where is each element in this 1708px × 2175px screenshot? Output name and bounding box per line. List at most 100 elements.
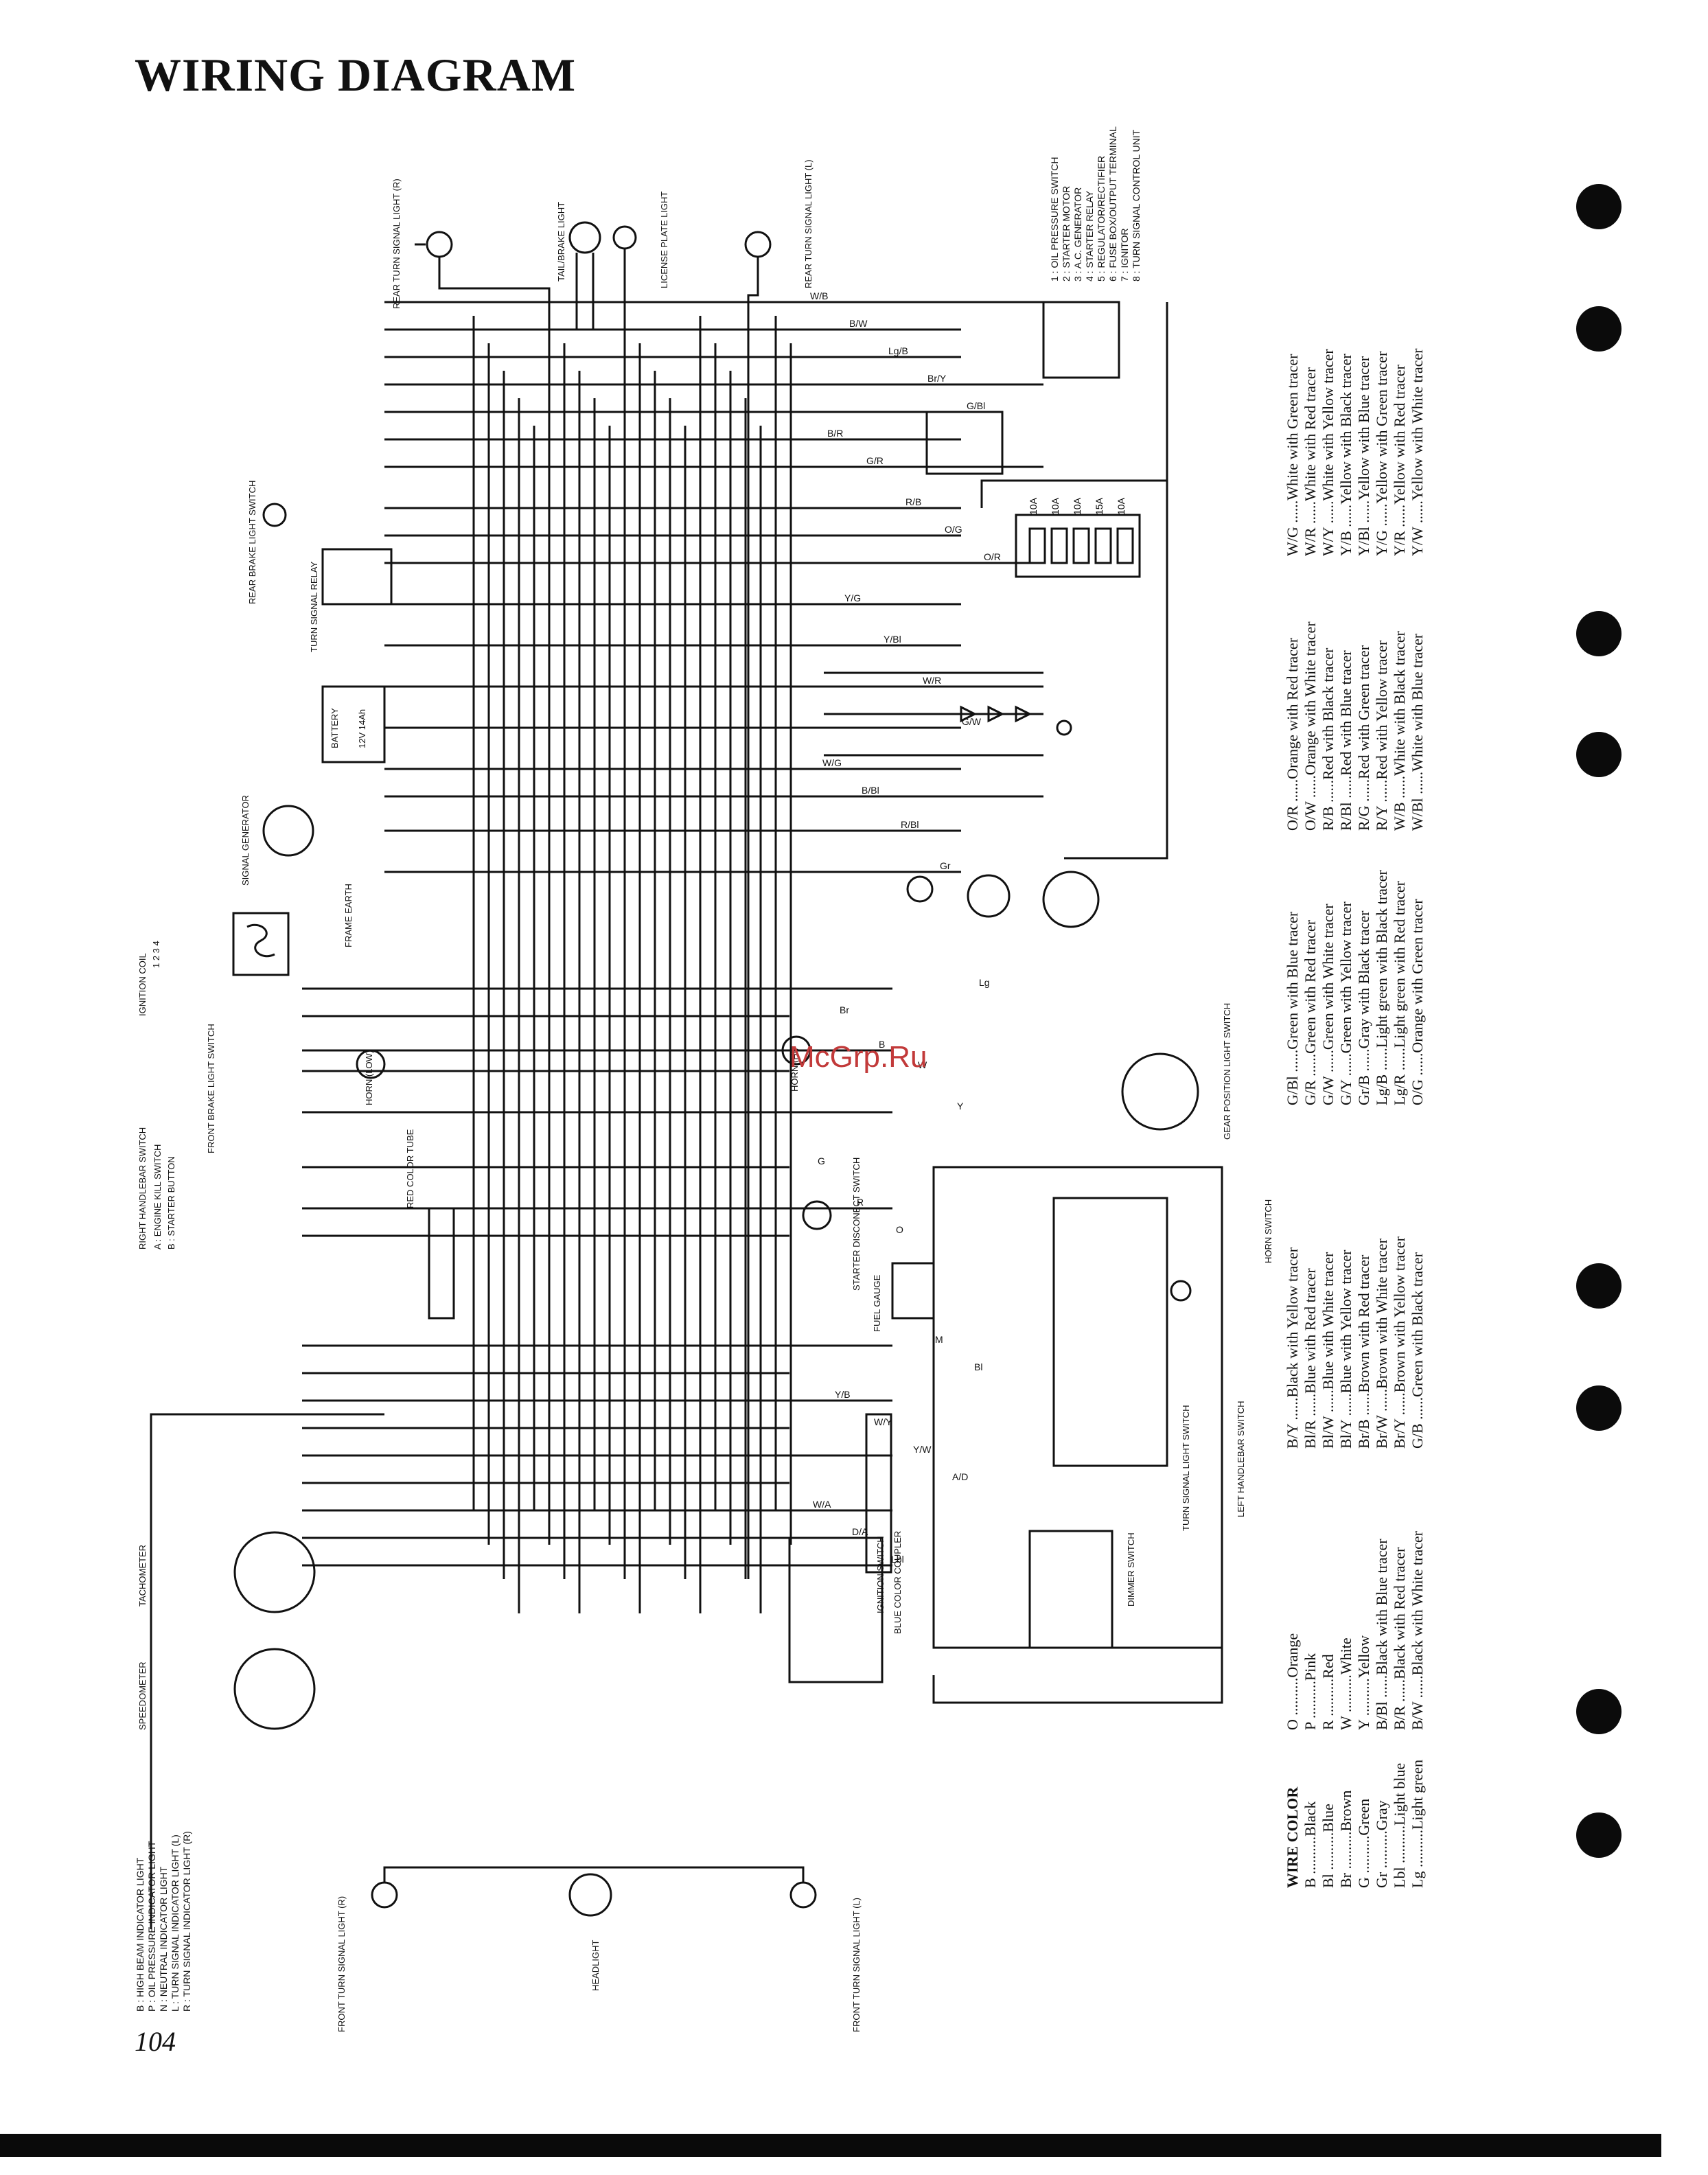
wire-color-tag: W/G <box>822 757 842 768</box>
wire-color-tag: W/B <box>810 290 828 301</box>
blue-color-coupler-box <box>865 1413 892 1574</box>
rear-brake-light-switch-label: REAR BRAKE LIGHT SWITCH <box>247 480 257 604</box>
wire-color-item: Br/B ......Brown with Red tracer <box>1355 1254 1372 1449</box>
wire-color-tag: G/R <box>866 455 884 466</box>
wire-color-item: G/Bl ......Green with Blue tracer <box>1284 911 1301 1105</box>
tachometer-label: TACHOMETER <box>137 1544 148 1607</box>
right-handlebar-switch-label: RIGHT HANDLEBAR SWITCH <box>137 1127 148 1250</box>
component-key-item: 5 : REGULATOR/RECTIFIER <box>1096 155 1107 281</box>
wire-color-legend-basic2: O ..........Orange P ..........Pink R ..… <box>1284 1531 1427 1730</box>
turn-signal-relay-box <box>321 548 393 606</box>
red-color-tube-box <box>428 1207 455 1320</box>
wire-color-item: Br/W ......Brown with White tracer <box>1373 1239 1390 1449</box>
ignition-coil-label: IGNITION COIL <box>137 953 148 1016</box>
wire-color-legend-tracers3: O/R ......Orange with Red tracer O/W ...… <box>1284 621 1427 831</box>
signal-generator-symbol <box>262 805 314 857</box>
wire-color-item: W/R ......White with Red tracer <box>1302 367 1319 556</box>
fuses <box>1028 527 1134 564</box>
wire-color-item: Bl/Y ......Blue with Yellow tracer <box>1337 1250 1354 1449</box>
component-key-item: 2 : STARTER MOTOR <box>1061 185 1072 281</box>
front-turn-signal-l-symbol <box>789 1881 817 1909</box>
horn-hi-symbol <box>781 1035 811 1066</box>
fuse-rating: 10A <box>1072 497 1083 515</box>
signal-generator-label: SIGNAL GENERATOR <box>240 795 251 886</box>
wire-color-item: G/Y ......Green with Yellow tracer <box>1337 901 1354 1105</box>
wire-color-tag: R/B <box>905 496 921 507</box>
component-key-item: 1 : OIL PRESSURE SWITCH <box>1049 157 1060 281</box>
wire-color-tag: W/R <box>923 675 941 686</box>
ignition-coil-cyl-label: 1 2 3 4 <box>151 941 161 968</box>
speedometer-symbol <box>233 1648 316 1730</box>
battery-label: BATTERY <box>330 708 340 748</box>
wire-color-tag: Y/B <box>835 1389 851 1400</box>
wire-color-item: Gr/B ......Gray with Black tracer <box>1355 910 1372 1105</box>
wire-color-tag: O <box>896 1224 903 1235</box>
wire-color-item: Y/B ......Yellow with Black tracer <box>1337 354 1354 556</box>
binder-hole <box>1576 732 1622 777</box>
ignitor-box <box>925 411 1004 475</box>
wire-color-tag: Y <box>957 1101 964 1112</box>
wire-color-item: Lg/R ......Light green with Red tracer <box>1391 881 1408 1105</box>
wire-color-tag: M <box>935 1334 943 1345</box>
binder-hole <box>1576 306 1622 352</box>
wire-color-tag: R/Bl <box>901 819 919 830</box>
wire-color-tag: Gr <box>940 860 951 871</box>
rear-turn-signal-light-l-label: REAR TURN SIGNAL LIGHT (L) <box>803 159 813 288</box>
rhs-a-label: A : ENGINE KILL SWITCH <box>152 1144 163 1250</box>
wire-color-legend-tracers2: G/Bl ......Green with Blue tracer G/R ..… <box>1284 870 1427 1105</box>
wire-color-item: Bl ..........Blue <box>1319 1804 1337 1888</box>
fuse-rating: 10A <box>1050 497 1061 515</box>
fuel-gauge-box <box>891 1262 935 1320</box>
indicator-key-item: N : NEUTRAL INDICATOR LIGHT <box>158 1866 169 2012</box>
horn-low-label: HORN (LOW) <box>364 1050 374 1105</box>
main-harness <box>472 316 792 1613</box>
wire-color-item: W/Y ......White with Yellow tracer <box>1319 349 1337 556</box>
wire-color-tag: W/Y <box>874 1416 892 1427</box>
wire-color-item: P ..........Pink <box>1302 1653 1319 1730</box>
wire-color-tag: Y/Bl <box>884 634 901 645</box>
wire-color-item: Y ..........Yellow <box>1355 1635 1372 1730</box>
component-key-item: 4 : STARTER RELAY <box>1084 190 1095 281</box>
horn-switch-label: HORN SWITCH <box>1263 1199 1273 1263</box>
red-color-tube-label: RED COLOR TUBE <box>405 1129 415 1208</box>
wire-color-item: Lg ..........Light green <box>1409 1760 1426 1888</box>
turn-signal-relay-label: TURN SIGNAL RELAY <box>309 561 319 652</box>
regulator-rectifier <box>824 671 1072 757</box>
ac-generator-symbol <box>1042 871 1100 928</box>
wire-color-tag: Y/W <box>913 1444 932 1455</box>
left-handlebar-switch-label: LEFT HANDLEBAR SWITCH <box>1236 1401 1246 1517</box>
wire-color-item: W ..........White <box>1337 1637 1354 1730</box>
front-turn-signal-light-l-label: FRONT TURN SIGNAL LIGHT (L) <box>851 1898 862 2032</box>
wire-color-item: Y/G ......Yellow with Green tracer <box>1373 351 1390 556</box>
oil-pressure-switch-symbol <box>906 875 934 903</box>
wire-color-item: B/R ......Black with Red tracer <box>1391 1547 1408 1730</box>
wire-color-tag: Lbl <box>891 1554 904 1565</box>
rear-turn-signal-light-r-symbol <box>415 231 551 323</box>
turn-signal-switch-grid <box>1052 1197 1168 1467</box>
rear-brake-switch-symbol <box>262 503 287 527</box>
wire-color-item: Gr ..........Gray <box>1373 1800 1390 1888</box>
wire-color-tag: W/A <box>813 1499 831 1510</box>
horn-low-symbol <box>356 1049 386 1079</box>
wire-color-item: B/W ......Black with White tracer <box>1409 1531 1426 1730</box>
wire-color-tag: Y/G <box>844 592 861 603</box>
wire-color-item: R ..........Red <box>1319 1654 1337 1730</box>
wire-color-tag: W <box>918 1059 927 1070</box>
wire-color-item: Lg/B ......Light green with Black tracer <box>1373 870 1390 1105</box>
front-brake-light-switch-label: FRONT BRAKE LIGHT SWITCH <box>206 1024 216 1153</box>
speedometer-label: SPEEDOMETER <box>137 1661 148 1730</box>
ignition-coil-symbol <box>232 912 290 976</box>
indicator-key: B : HIGH BEAM INDICATOR LIGHT P : OIL PR… <box>135 1831 193 2012</box>
wire-color-item: G ..........Green <box>1355 1798 1372 1888</box>
wire-color-tag: B/W <box>849 318 868 329</box>
wire-color-legend-basic: WIRE COLOR B ..........Black Bl ........… <box>1284 1760 1427 1888</box>
fuse-rating: 15A <box>1094 497 1105 515</box>
dimmer-switch-label: DIMMER SWITCH <box>1126 1532 1136 1607</box>
wire-color-tag: Lg <box>979 977 990 988</box>
wire-color-tag: O/R <box>984 551 1001 562</box>
wire-color-tag: B/Bl <box>862 785 879 796</box>
gear-position-switch-symbol <box>1121 1052 1199 1131</box>
component-key-item: 7 : IGNITOR <box>1119 228 1130 281</box>
wire-color-item: G/W ......Green with White tracer <box>1319 904 1337 1105</box>
rear-turn-signal-light-l-symbol <box>744 231 772 1579</box>
